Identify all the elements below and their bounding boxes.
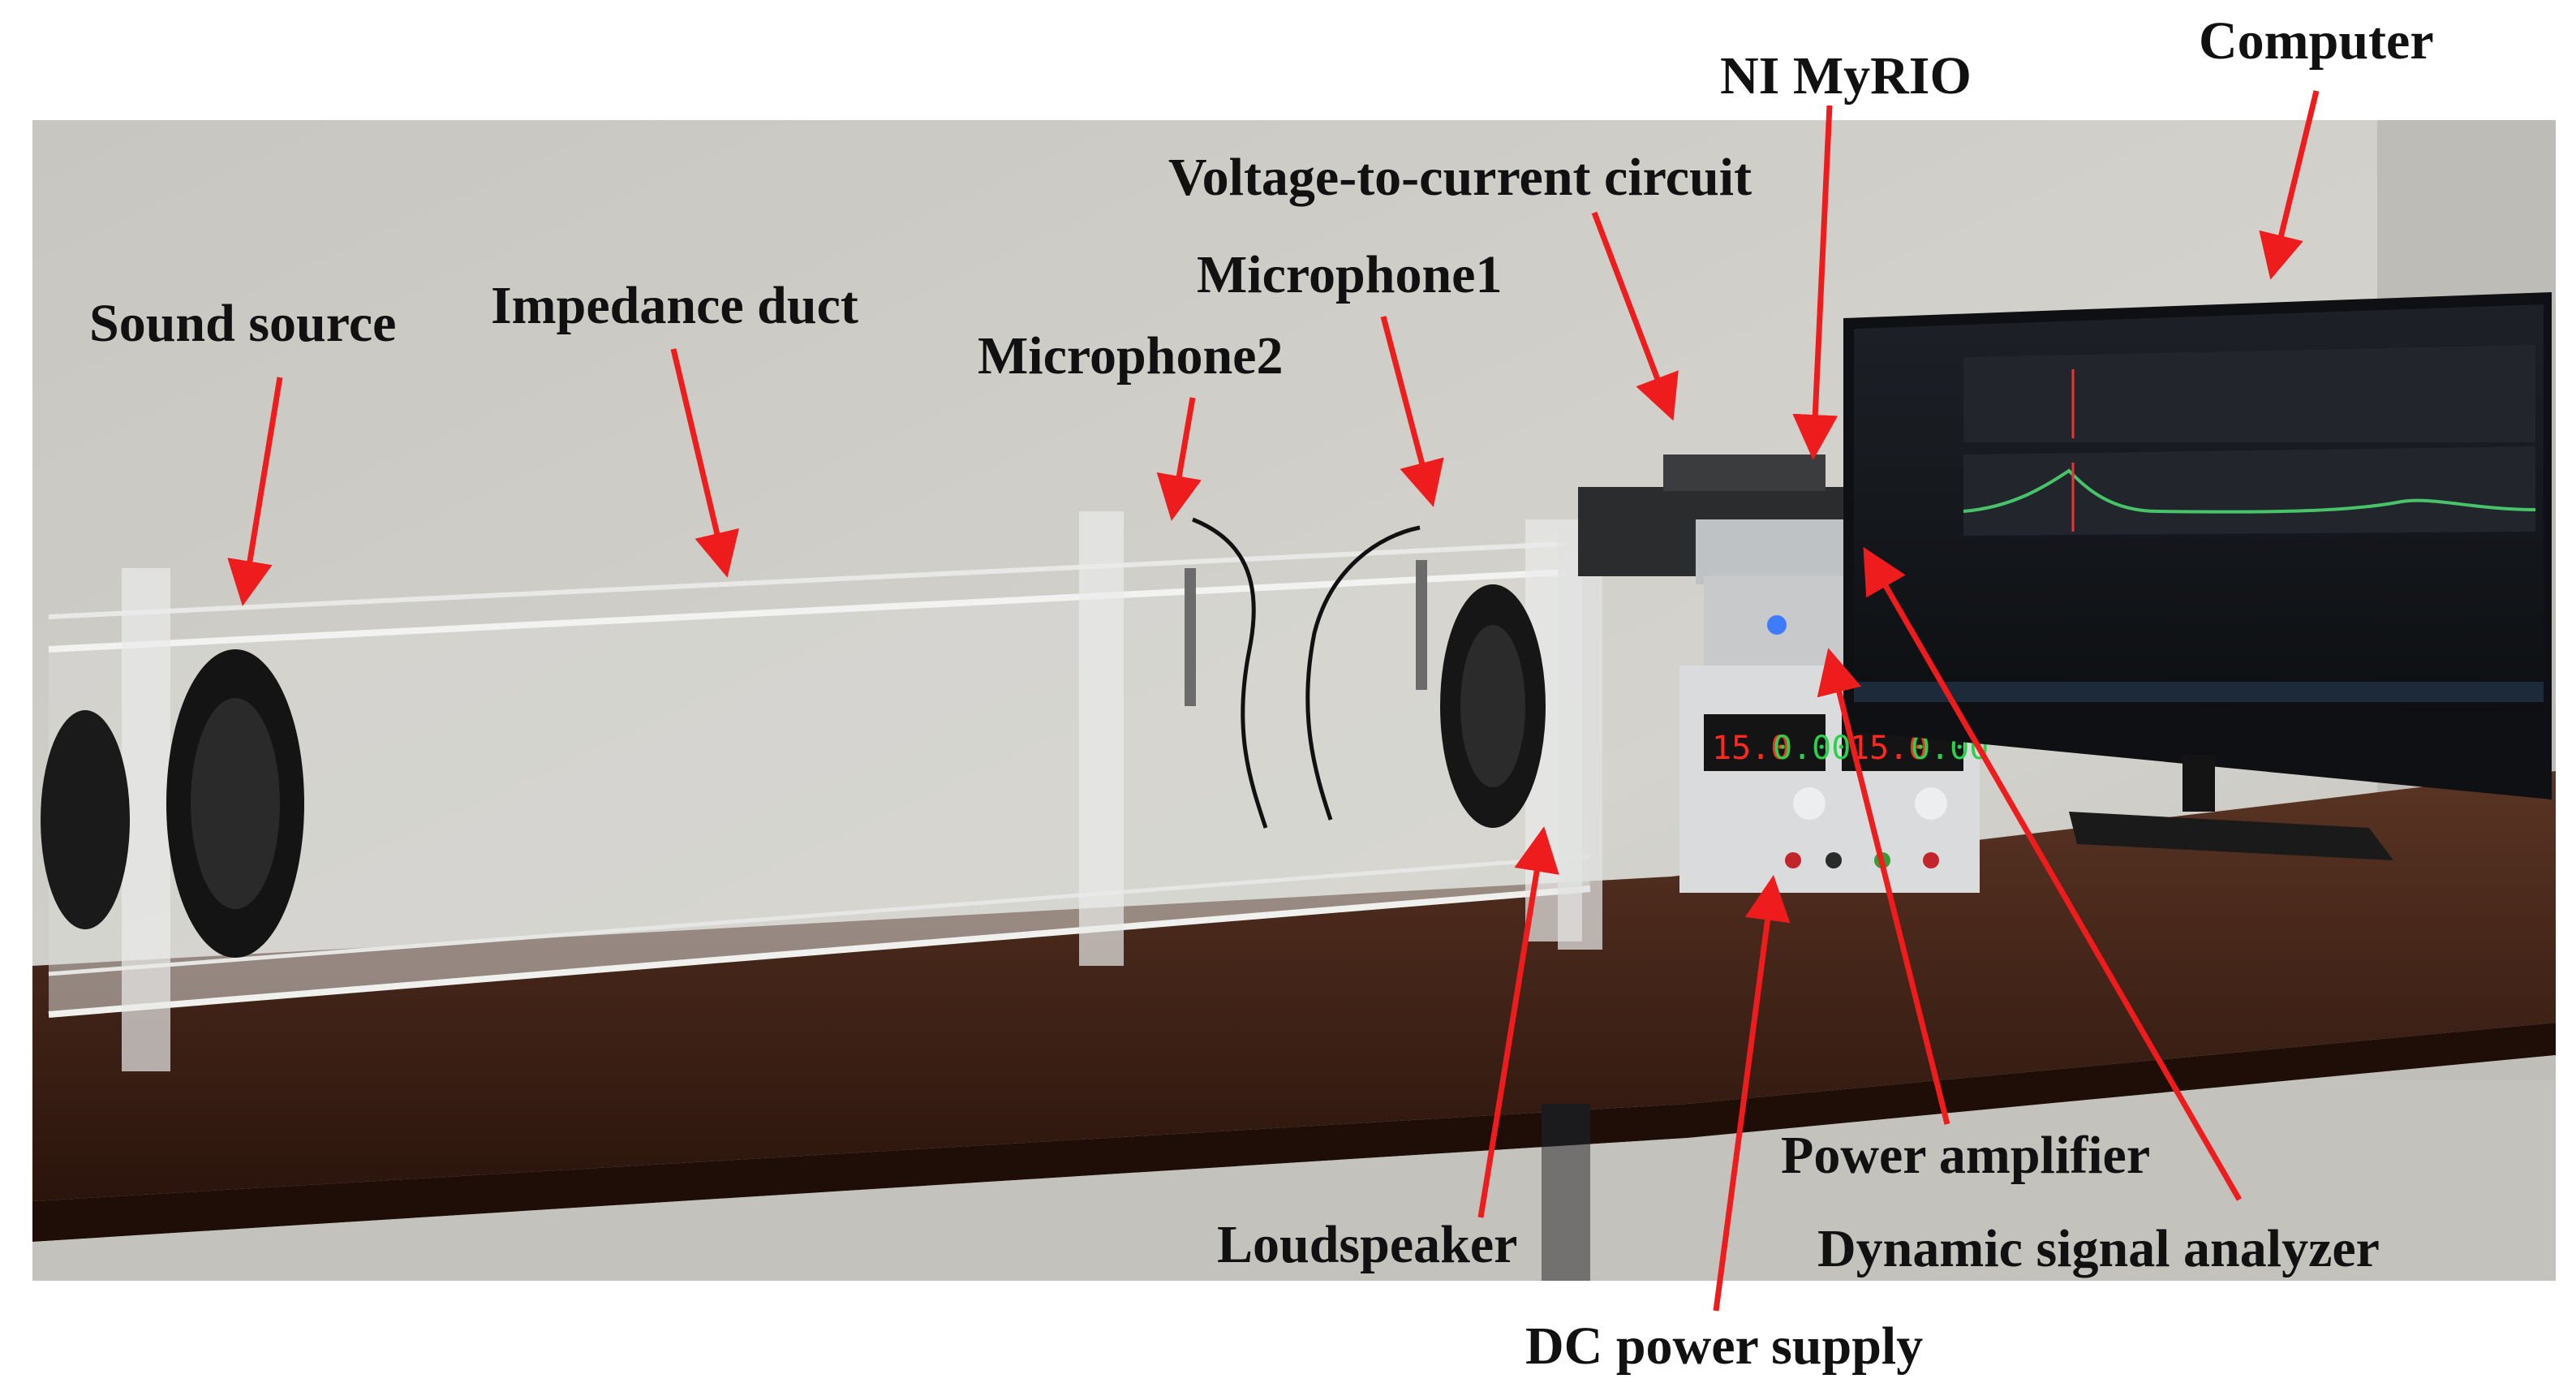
arrow-impedance-duct (670, 348, 739, 578)
impedance-duct (48, 511, 1602, 1071)
label-microphone1: Microphone1 (1197, 245, 1502, 304)
label-impedance-duct: Impedance duct (491, 276, 858, 335)
arrow-ni-myrio (1792, 105, 1838, 460)
label-ni-myrio: NI MyRIO (1720, 46, 1972, 106)
arrow-microphone1 (1380, 316, 1444, 507)
loudspeaker-unit (1440, 584, 1546, 828)
label-dynamic-signal-analyzer: Dynamic signal analyzer (1817, 1219, 2380, 1278)
sound-source-speaker (41, 649, 304, 958)
spectrum-trace (1963, 468, 2536, 514)
photo: 15.0 0.00 15.0 0.00 (32, 120, 2556, 1281)
label-computer: Computer (2199, 11, 2434, 71)
arrow-dc-power-supply (1713, 875, 1791, 1312)
label-power-amplifier: Power amplifier (1781, 1126, 2150, 1185)
arrow-sound-source (227, 377, 283, 606)
microphone-cables (1192, 517, 1421, 829)
microphone1-body (1416, 560, 1427, 690)
arrow-dynamic-signal-analyzer (1863, 546, 2243, 1201)
left-current-readout: 0.00 (1773, 730, 1851, 767)
microphone2-body (1185, 568, 1196, 706)
computer-monitor (1843, 292, 2552, 860)
label-dc-power-supply: DC power supply (1525, 1316, 1923, 1376)
table-front-edge (32, 1023, 2556, 1242)
label-microphone2: Microphone2 (978, 326, 1283, 386)
label-sound-source: Sound source (89, 294, 396, 353)
label-loudspeaker: Loudspeaker (1217, 1215, 1517, 1274)
arrow-microphone2 (1156, 397, 1202, 521)
labels: Computer NI MyRIO Voltage-to-current cir… (89, 11, 2434, 1376)
arrow-voltage-to-current (1591, 211, 1679, 421)
annotation-arrows (227, 90, 2320, 1312)
arrow-power-amplifier (1817, 648, 1950, 1125)
label-voltage-to-current-circuit: Voltage-to-current circuit (1168, 148, 1752, 207)
table-shadow (32, 1055, 2556, 1281)
arrow-computer (2259, 90, 2320, 280)
arrow-loudspeaker (1477, 826, 1559, 1218)
left-voltage-readout: 15.0 (1712, 730, 1790, 767)
